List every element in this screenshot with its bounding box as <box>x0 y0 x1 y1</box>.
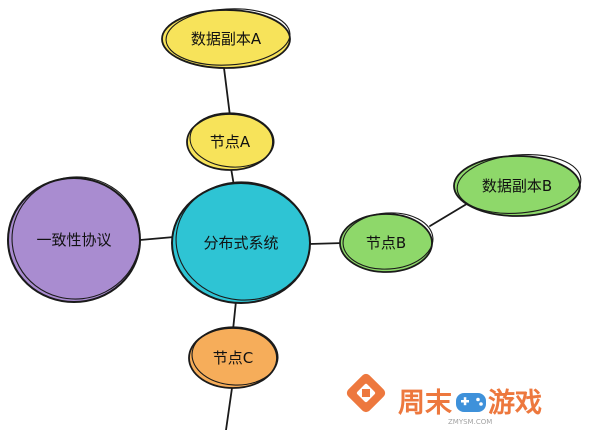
watermark-gamepad-icon <box>456 393 486 412</box>
connector-center-node-b <box>308 242 345 245</box>
node-c-label: 节点C <box>213 349 253 367</box>
watermark-brand: 周末 <box>398 388 452 419</box>
center-label: 分布式系统 <box>203 234 278 252</box>
node-b-sketch-stroke <box>342 212 434 270</box>
node-a-label: 节点A <box>210 133 251 151</box>
center-node: 分布式系统 <box>171 181 311 304</box>
replica-a-sketch-stroke <box>165 8 291 66</box>
watermark-brand-suffix: 游戏 <box>488 388 542 419</box>
node-a-ellipse <box>186 113 274 171</box>
connector-node-a-replica-a <box>223 67 231 117</box>
node-b-label: 节点B <box>366 234 406 252</box>
connectors <box>139 67 476 430</box>
connector-node-c-down <box>225 387 233 430</box>
connector-center-node-c <box>232 300 237 331</box>
replica-b-label: 数据副本B <box>482 177 552 195</box>
consensus-node: 一致性协议 <box>7 176 141 303</box>
node-c-ellipse <box>188 327 278 389</box>
node-b-ellipse <box>339 213 433 273</box>
consensus-sketch-stroke <box>11 176 141 300</box>
node-b: 节点B <box>339 212 434 273</box>
center-sketch-stroke <box>175 181 311 301</box>
watermark-logo-icon <box>346 373 386 413</box>
node-c: 节点C <box>188 326 279 389</box>
watermark-url: ZMYSM.COM <box>448 418 492 426</box>
replica-a-ellipse <box>161 9 291 69</box>
node-a-sketch-stroke <box>189 112 275 168</box>
consensus-label: 一致性协议 <box>36 231 111 249</box>
node-a: 节点A <box>186 112 275 171</box>
connector-center-consensus <box>139 236 175 241</box>
replica-a-label: 数据副本A <box>191 30 262 48</box>
replica-b-sketch-stroke <box>456 154 582 214</box>
watermark: 周末 游戏 ZMYSM.COM <box>346 373 542 426</box>
replica-b-node: 数据副本B <box>453 154 582 217</box>
node-c-sketch-stroke <box>191 326 279 386</box>
replica-a-node: 数据副本A <box>161 8 291 69</box>
